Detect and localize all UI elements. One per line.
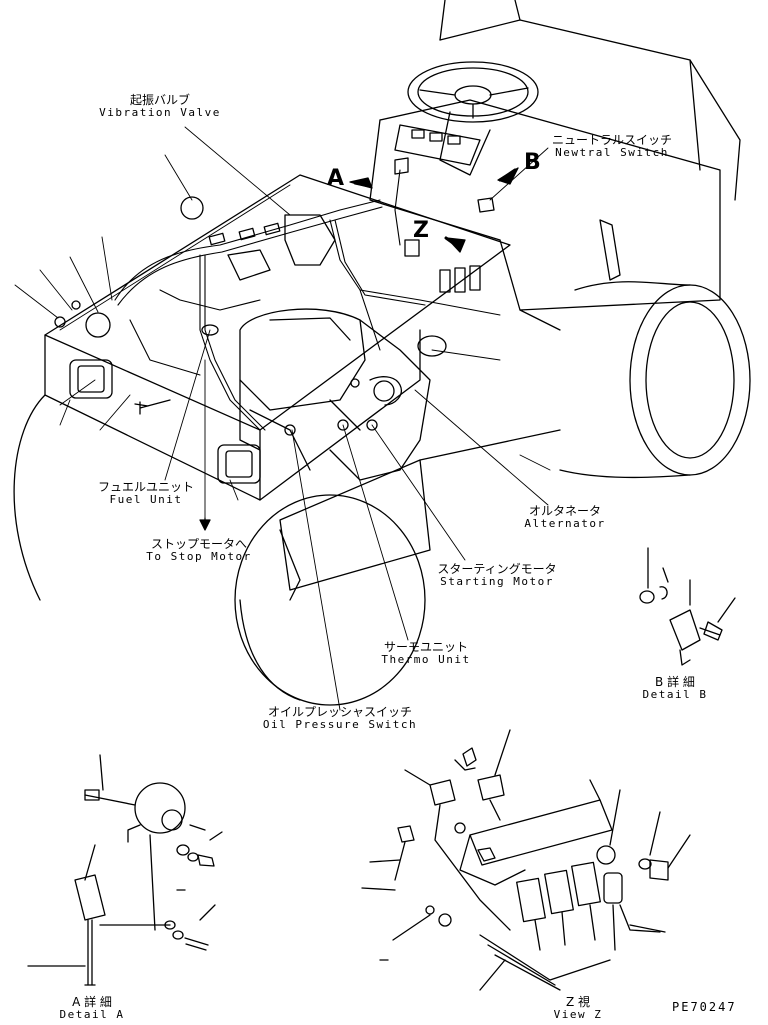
label-starting-motor-en: Starting Motor: [440, 575, 554, 589]
label-view-z-jp: Z 視: [565, 995, 591, 1009]
label-neutral-switch: ニュートラルスイッチ Newtral Switch: [551, 133, 673, 160]
label-oil-pressure-switch-en: Oil Pressure Switch: [262, 718, 418, 732]
engine: [239, 308, 447, 481]
label-vibration-valve: 起振バルブ Vibration Valve: [99, 93, 221, 120]
stop-motor-arrow-head: [199, 519, 211, 531]
label-detail-b-jp: B 詳 細: [655, 675, 695, 689]
label-alternator-jp: オルタネータ: [528, 504, 602, 518]
label-thermo-unit: サーモユニット Thermo Unit: [381, 640, 471, 667]
view-z-drawing: [361, 729, 691, 991]
label-alternator-en: Alternator: [524, 517, 606, 531]
label-to-stop-motor: ストップモータへ To Stop Motor: [146, 537, 252, 564]
label-thermo-unit-en: Thermo Unit: [381, 653, 471, 667]
label-detail-b-en: Detail B: [642, 688, 708, 702]
label-fuel-unit-en: Fuel Unit: [109, 493, 183, 507]
detail-b-drawing: [639, 547, 736, 666]
label-to-stop-motor-jp: ストップモータへ: [150, 537, 247, 551]
label-detail-a-en: Detail A: [59, 1008, 125, 1022]
label-starting-motor: スターティングモータ Starting Motor: [437, 562, 557, 589]
label-oil-pressure-switch: オイルプレッシャスイッチ Oil Pressure Switch: [262, 705, 418, 732]
label-neutral-switch-jp: ニュートラルスイッチ: [551, 133, 673, 147]
label-detail-a: A 詳 細 Detail A: [59, 995, 125, 1022]
label-view-z-en: View Z: [553, 1008, 603, 1022]
label-detail-b: B 詳 細 Detail B: [642, 675, 708, 702]
drawing-code: PE70247: [672, 1000, 737, 1014]
machine-body: [13, 0, 751, 706]
label-alternator: オルタネータ Alternator: [524, 504, 606, 531]
leader-lines: [14, 126, 551, 711]
label-vibration-valve-en: Vibration Valve: [99, 106, 221, 120]
label-view-z: Z 視 View Z: [553, 995, 603, 1022]
label-fuel-unit: フュエルユニット Fuel Unit: [97, 480, 195, 507]
view-arrows: [349, 167, 519, 253]
label-neutral-switch-en: Newtral Switch: [555, 146, 669, 160]
label-thermo-unit-jp: サーモユニット: [383, 640, 469, 654]
label-fuel-unit-jp: フュエルユニット: [97, 480, 195, 494]
label-vibration-valve-jp: 起振バルブ: [129, 93, 190, 107]
label-starting-motor-jp: スターティングモータ: [437, 562, 557, 576]
label-detail-a-jp: A 詳 細: [72, 995, 112, 1009]
wiring-harness: [114, 169, 426, 431]
view-letter-b: B: [524, 150, 541, 175]
detail-a-drawing: [27, 754, 223, 986]
view-letter-z: Z: [413, 218, 429, 243]
harness-connectors: [54, 157, 495, 484]
label-oil-pressure-switch-jp: オイルプレッシャスイッチ: [267, 705, 412, 719]
label-to-stop-motor-en: To Stop Motor: [146, 550, 252, 564]
view-letter-a: A: [327, 166, 345, 191]
